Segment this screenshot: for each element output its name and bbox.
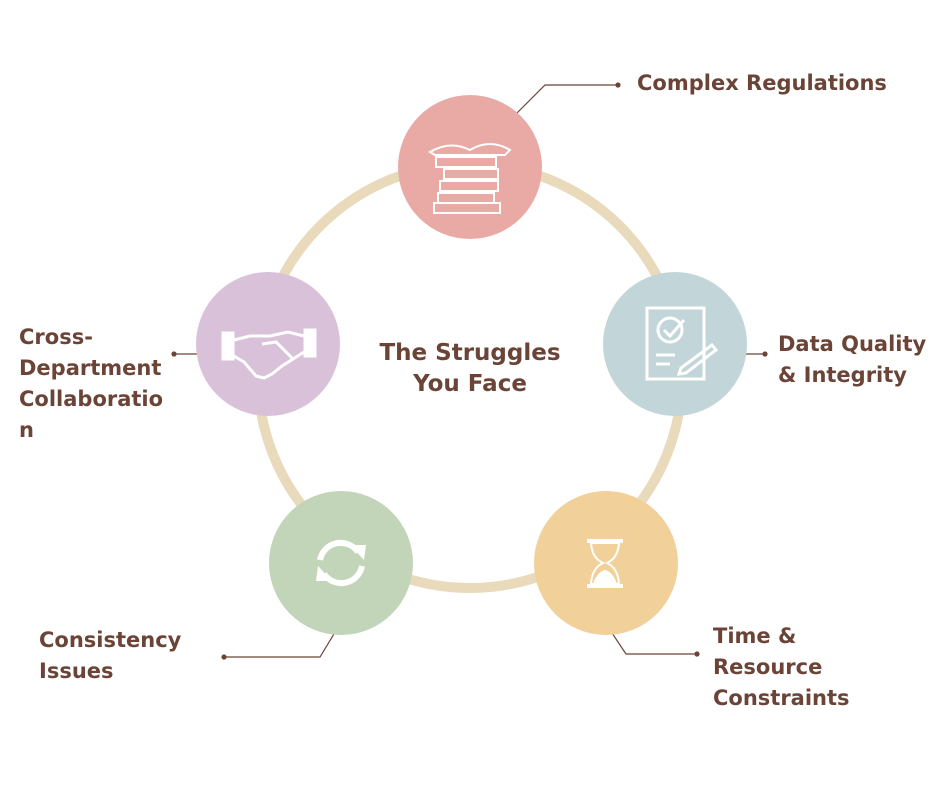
hourglass-icon bbox=[587, 539, 623, 588]
connector-consistency bbox=[224, 623, 341, 658]
handshake-icon bbox=[221, 328, 317, 380]
label-line: Data Quality bbox=[778, 332, 927, 356]
label-line: Constraints bbox=[713, 686, 850, 710]
title-line-2: You Face bbox=[413, 371, 527, 397]
label-cross-department: Cross- Department Collaboratio n bbox=[19, 322, 163, 446]
node-complex-regulations bbox=[398, 95, 542, 239]
label-line: Complex Regulations bbox=[637, 71, 887, 95]
label-line: Time & bbox=[713, 624, 797, 648]
label-complex-regulations: Complex Regulations bbox=[637, 68, 887, 99]
title-line-1: The Struggles bbox=[379, 340, 561, 366]
label-time-resource: Time & Resource Constraints bbox=[713, 621, 850, 714]
node-time-resource bbox=[534, 491, 678, 635]
label-line: Issues bbox=[39, 659, 114, 683]
label-line: Resource bbox=[713, 655, 823, 679]
label-data-quality: Data Quality & Integrity bbox=[778, 329, 926, 391]
label-line: Department bbox=[19, 356, 162, 380]
label-line: & Integrity bbox=[778, 363, 907, 387]
checklist-document-icon bbox=[645, 306, 719, 381]
node-cross-department bbox=[196, 272, 340, 416]
books-stack-icon bbox=[428, 143, 512, 214]
label-line: n bbox=[19, 418, 34, 442]
label-consistency: Consistency Issues bbox=[39, 625, 181, 687]
connector-complex-regulations bbox=[512, 84, 618, 118]
label-line: Collaboratio bbox=[19, 387, 164, 411]
label-line: Consistency bbox=[39, 628, 182, 652]
diagram-title: The Struggles You Face bbox=[360, 338, 580, 400]
label-line: Cross- bbox=[19, 325, 93, 349]
node-consistency bbox=[269, 491, 413, 635]
node-data-quality bbox=[603, 272, 747, 416]
